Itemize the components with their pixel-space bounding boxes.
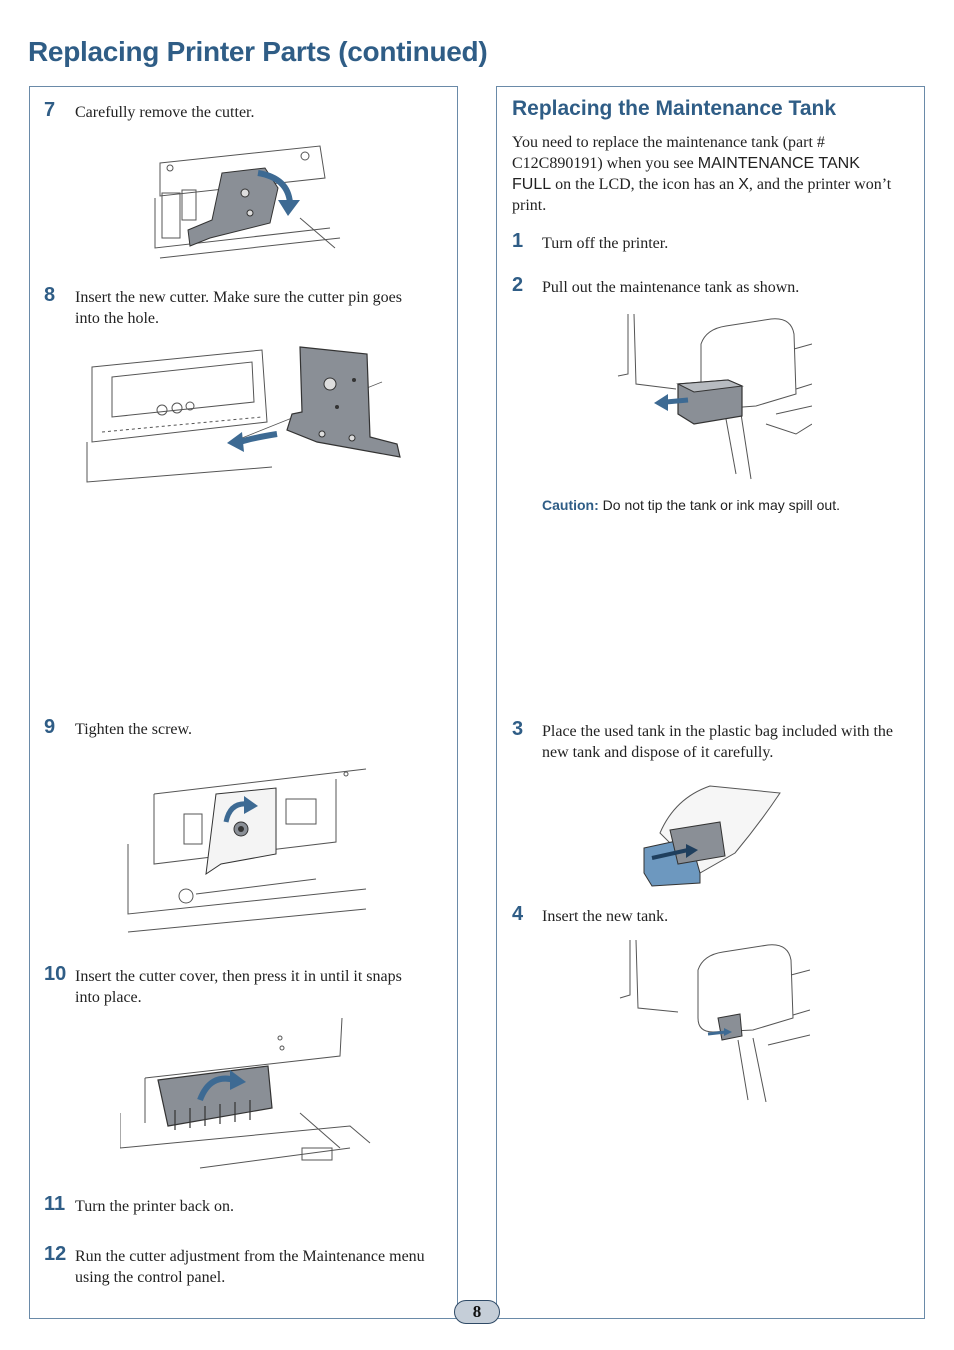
step-text: Pull out the maintenance tank as shown. — [542, 279, 800, 296]
step-text: Insert the new cutter. Make sure the cut… — [75, 289, 402, 327]
tank-step-1: 1 Turn off the printer. — [512, 230, 892, 254]
pull-tank-illustration — [617, 314, 812, 480]
page-title: Replacing Printer Parts (continued) — [28, 36, 488, 67]
tank-step-2: 2 Pull out the maintenance tank as shown… — [512, 274, 892, 298]
intro-text-cont: on the LCD, the icon has an — [551, 176, 739, 193]
cutter-insertion-illustration — [86, 346, 401, 483]
step-number: 7 — [44, 99, 56, 121]
step-text: Turn off the printer. — [542, 235, 669, 252]
step-text: Tighten the screw. — [75, 721, 193, 738]
left-column-panel — [29, 86, 458, 1319]
cutter-cover-illustration — [120, 1018, 371, 1169]
tank-step-4: 4 Insert the new tank. — [512, 903, 892, 927]
step-10: 10 Insert the cutter cover, then press i… — [44, 963, 426, 1008]
step-number: 4 — [512, 903, 524, 925]
step-text: Carefully remove the cutter. — [75, 104, 255, 121]
plastic-bag-illustration — [643, 785, 781, 887]
tank-step-3: 3 Place the used tank in the plastic bag… — [512, 718, 896, 763]
x-symbol: X — [738, 176, 749, 193]
step-number: 8 — [44, 284, 56, 306]
section-title: Replacing the Maintenance Tank — [512, 97, 837, 120]
intro-paragraph: You need to replace the maintenance tank… — [512, 132, 902, 216]
lcd-message: MAINTENANCE TANK FULL — [512, 155, 860, 193]
step-number: 11 — [44, 1193, 66, 1215]
intro-text-end: , and the printer won’t print. — [512, 176, 892, 214]
intro-text: You need to replace the maintenance tank… — [512, 134, 825, 172]
step-text: Turn the printer back on. — [75, 1198, 234, 1215]
step-number: 1 — [512, 230, 524, 252]
step-number: 9 — [44, 716, 56, 738]
cutter-removal-illustration — [154, 145, 341, 259]
step-number: 2 — [512, 274, 524, 296]
step-text: Place the used tank in the plastic bag i… — [542, 723, 894, 761]
step-12: 12 Run the cutter adjustment from the Ma… — [44, 1243, 426, 1288]
step-text: Run the cutter adjustment from the Maint… — [75, 1248, 425, 1286]
tighten-screw-illustration — [127, 768, 367, 933]
page-number: 8 — [454, 1300, 500, 1324]
right-column-panel — [496, 86, 925, 1319]
step-number: 12 — [44, 1243, 67, 1265]
insert-tank-illustration — [619, 940, 810, 1102]
step-number: 3 — [512, 718, 524, 740]
caution-text: Do not tip the tank or ink may spill out… — [598, 497, 840, 513]
step-11: 11 Turn the printer back on. — [44, 1193, 424, 1217]
step-text: Insert the cutter cover, then press it i… — [75, 968, 402, 1006]
caution-note: Caution: Do not tip the tank or ink may … — [542, 497, 840, 513]
step-text: Insert the new tank. — [542, 908, 669, 925]
step-9: 9 Tighten the screw. — [44, 716, 424, 740]
caution-label: Caution: — [542, 497, 599, 513]
step-8: 8 Insert the new cutter. Make sure the c… — [44, 284, 426, 329]
step-number: 10 — [44, 963, 67, 985]
step-7: 7 Carefully remove the cutter. — [44, 99, 424, 123]
